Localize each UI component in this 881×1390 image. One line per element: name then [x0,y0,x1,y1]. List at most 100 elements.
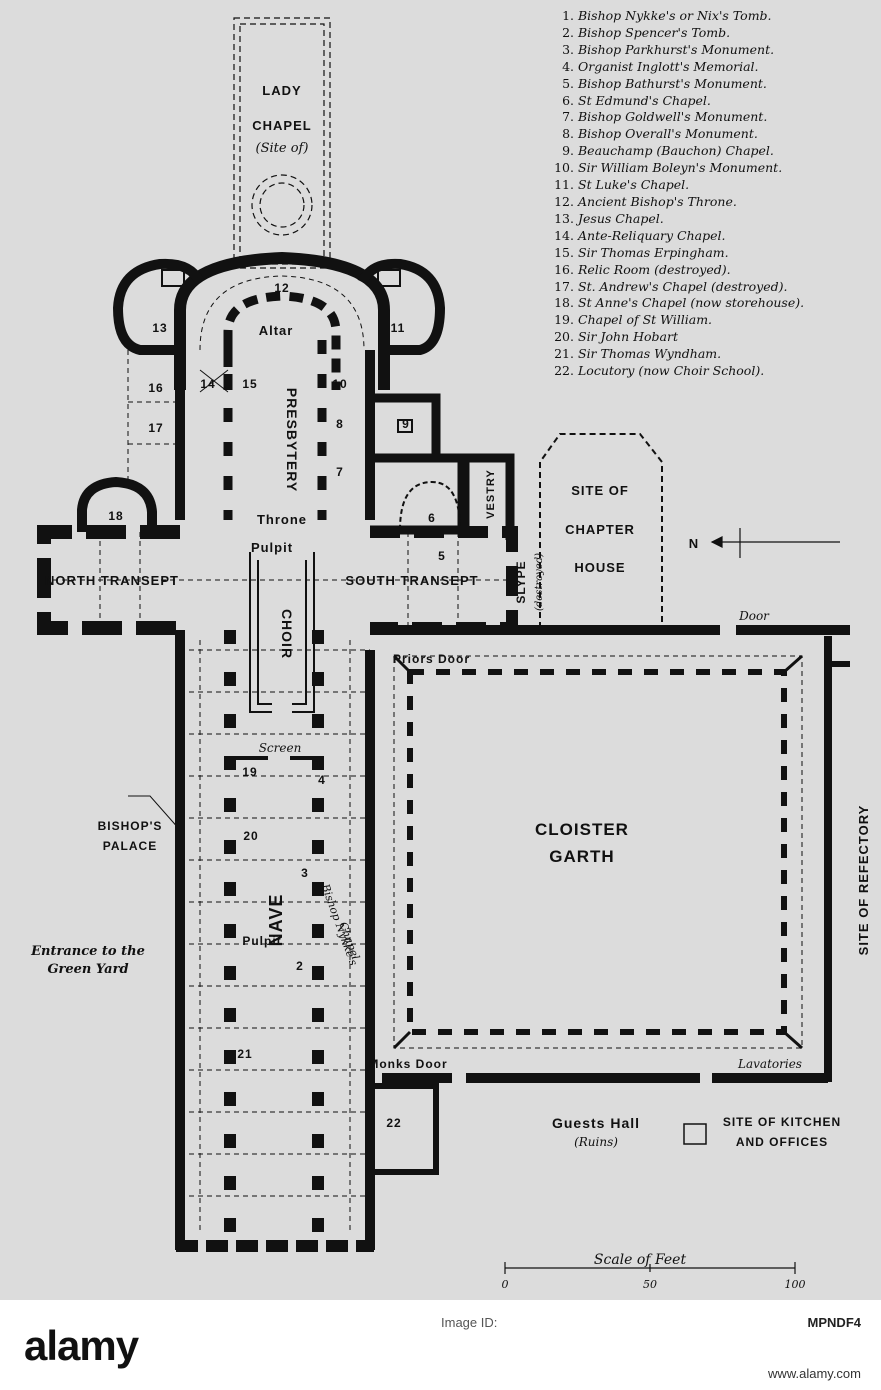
loc-10: 10 [332,377,347,391]
label-scale-100: 100 [785,1278,806,1291]
legend-item: 3.Bishop Parkhurst's Monument. [548,42,878,59]
label-south-transept: SOUTH TRANSEPT [345,573,478,588]
label-slype: SLYPE [514,560,528,603]
legend-number: 20. [554,329,574,345]
label-north-arrow: N [689,536,699,551]
legend-item: 13.Jesus Chapel. [548,211,878,228]
legend-number: 4. [562,58,574,74]
chapel-18 [77,476,157,532]
loc-5: 5 [438,549,446,563]
legend-text: St. Andrew's Chapel (destroyed). [578,278,788,294]
legend-number: 17. [554,278,574,294]
label-vestry: VESTRY [485,469,497,519]
legend-text: St Edmund's Chapel. [578,92,711,108]
legend-number: 7. [562,109,574,125]
radiating-chapels [112,258,446,355]
legend-number: 5. [562,75,574,91]
scale-bar [504,1262,796,1274]
loc-19: 19 [242,765,257,779]
legend-text: Sir Thomas Wyndham. [578,346,722,362]
label-monks-door: Monks Door [368,1057,447,1071]
legend-item: 19.Chapel of St William. [548,312,878,329]
nave-bays [180,640,370,1230]
loc-8: 8 [336,417,344,431]
legend-item: 11.St Luke's Chapel. [548,177,878,194]
loc-18: 18 [108,509,123,523]
label-site-of: (Site of) [256,141,309,156]
legend-text: Organist Inglott's Memorial. [578,58,759,74]
palace-leader [128,795,181,831]
legend-text: Sir William Boleyn's Monument. [578,160,783,176]
label-scale-50: 50 [643,1278,657,1291]
legend-number: 2. [562,24,574,40]
legend-text: Ante-Reliquary Chapel. [578,227,726,243]
legend-text: Ancient Bishop's Throne. [578,193,737,209]
footer-url[interactable]: www.alamy.com [768,1366,861,1381]
legend-text: Bishop Goldwell's Monument. [578,109,768,125]
choir-stalls [249,552,315,713]
label-guests-hall: Guests Hall [552,1115,640,1131]
label-pulpit-nave: Pulpit [242,934,281,948]
label-chapter: CHAPTER [565,522,635,537]
legend-text: Chapel of St William. [578,312,713,328]
label-door: Door [738,609,770,623]
loc-13: 13 [152,321,167,335]
locutory [370,1083,439,1175]
label-house: HOUSE [574,560,625,575]
label-kitchen-1: SITE OF KITCHEN [723,1115,841,1129]
label-altar: Altar [259,323,294,338]
label-cloister: CLOISTER [535,820,629,839]
label-chapel: CHAPEL [252,118,311,133]
legend-text: Beauchamp (Bauchon) Chapel. [578,143,774,159]
brand-logo: alamy [24,1322,139,1369]
legend-item: 16.Relic Room (destroyed). [548,262,878,279]
loc-14: 14 [200,377,215,391]
legend-number: 1. [562,8,574,23]
label-ruins: (Ruins) [574,1135,618,1149]
legend-item: 14.Ante-Reliquary Chapel. [548,228,878,245]
legend-item: 18.St Anne's Chapel (now storehouse). [548,295,878,312]
label-screen: Screen [259,741,302,755]
legend-text: Locutory (now Choir School). [578,363,765,379]
label-north-transept: NORTH TRANSEPT [45,573,179,588]
label-throne: Throne [257,512,307,527]
legend-item: 21.Sir Thomas Wyndham. [548,346,878,363]
label-lady: LADY [262,83,301,98]
loc-4: 4 [318,773,326,787]
legend-item: 7.Bishop Goldwell's Monument. [548,109,878,126]
legend-item: 9.Beauchamp (Bauchon) Chapel. [548,143,878,160]
north-arrow [710,528,840,558]
legend-number: 9. [562,143,574,159]
legend-item: 20.Sir John Hobart [548,329,878,346]
legend-number: 14. [554,227,574,243]
loc-3: 3 [301,866,309,880]
loc-6: 6 [428,511,436,525]
loc-22: 22 [386,1116,401,1130]
legend-number: 19. [554,312,574,328]
legend-number: 3. [562,41,574,57]
loc-9: 9 [402,417,410,431]
loc-2: 2 [296,959,304,973]
label-entrance-1: Entrance to the [30,944,145,959]
legend-number: 16. [554,261,574,277]
legend-text: St Anne's Chapel (now storehouse). [578,295,805,311]
map-sheet: LADY CHAPEL (Site of) Altar PRESBYTERY T… [0,0,881,1300]
label-presbytery: PRESBYTERY [284,388,300,492]
label-palace: PALACE [103,839,157,853]
legend-text: Relic Room (destroyed). [578,261,731,277]
legend-text: Bishop Bathurst's Monument. [578,75,767,91]
legend-number: 6. [562,92,574,108]
loc-1: 1 [315,757,323,771]
legend-item: 4.Organist Inglott's Memorial. [548,59,878,76]
nave-walls [175,630,375,1252]
legend-number: 13. [554,210,574,226]
legend-item: 22.Locutory (now Choir School). [548,363,878,380]
legend-number: 8. [562,126,574,142]
label-entrance-2: Green Yard [47,962,128,977]
legend-text: Bishop Spencer's Tomb. [578,24,731,40]
label-garth: GARTH [549,847,614,866]
label-pulpit-choir: Pulpit [251,540,293,555]
stock-footer: alamy Image ID:MPNDF4 www.alamy.com [0,1300,881,1390]
cathedral-plan: LADY CHAPEL (Site of) Altar PRESBYTERY T… [30,17,871,1291]
chapter-house-outline [539,433,663,628]
